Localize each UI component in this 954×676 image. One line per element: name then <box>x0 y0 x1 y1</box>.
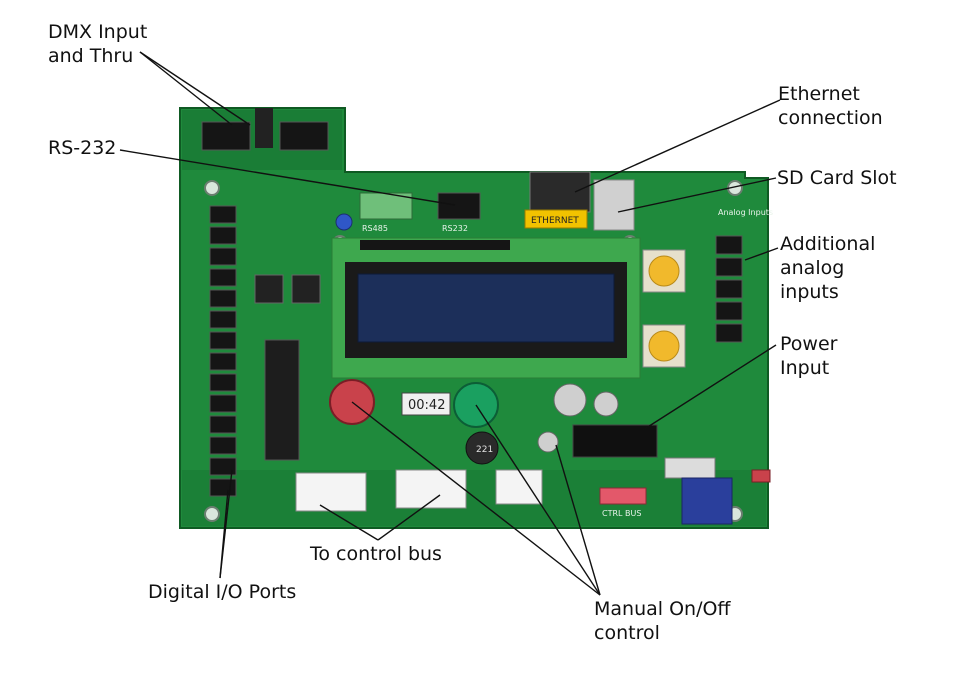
ctrl-bus-board-label: CTRL BUS <box>602 509 641 518</box>
callout-analog: Additional analog inputs <box>780 233 876 303</box>
leader-manual-1 <box>351 401 601 596</box>
analog-input-header <box>715 323 743 343</box>
callout-sdcard: SD Card Slot <box>777 167 897 189</box>
relay-chip-1 <box>254 274 284 304</box>
dmx-header-mid <box>255 108 273 148</box>
analog-board-label-line: Analog Inputs <box>718 208 773 217</box>
digital-io-header <box>209 310 237 329</box>
yellow-button-bottom-cap <box>648 330 680 362</box>
digital-io-header <box>209 289 237 308</box>
dmx-headers <box>201 108 329 151</box>
lcd-pin-header <box>360 240 510 250</box>
power-input-jack <box>681 477 733 525</box>
leader-power <box>642 344 777 431</box>
callout-ethernet: Ethernet connection <box>778 83 883 129</box>
leader-manual-3 <box>555 444 601 596</box>
rs485-board-label: RS485 <box>362 224 388 233</box>
callout-dmx: DMX Input and Thru <box>48 21 148 67</box>
analog-board-label: Analog Inputs <box>718 208 773 217</box>
mounting-hole <box>204 180 220 196</box>
control-bus-connector-3 <box>495 469 543 505</box>
digital-io-header <box>209 352 237 371</box>
digital-io-header <box>209 247 237 266</box>
analog-input-header <box>715 257 743 277</box>
digital-io-header <box>209 457 237 476</box>
rs232-board-label: RS232 <box>442 224 468 233</box>
control-bus-connector-1 <box>295 472 367 512</box>
inductor-label: 221 <box>476 445 493 455</box>
power-regulator <box>572 424 658 458</box>
callout-control-bus: To control bus <box>310 543 442 565</box>
leader-control-bus-2 <box>377 494 441 541</box>
leader-rs232 <box>119 149 456 206</box>
relay-chip-2 <box>291 274 321 304</box>
leader-dmx-1 <box>139 51 233 126</box>
power-jack-housing <box>664 457 716 479</box>
digital-io-header <box>209 331 237 350</box>
potentiometer <box>335 213 353 231</box>
leader-dmx-2 <box>139 51 251 126</box>
digital-io-header <box>209 478 237 497</box>
rs232-header <box>437 192 481 220</box>
dmx-header-right <box>279 121 329 151</box>
dmx-header-left <box>201 121 251 151</box>
digital-io-header <box>209 226 237 245</box>
leader-manual-2 <box>475 404 601 596</box>
leader-analog <box>744 247 779 261</box>
digital-io-header <box>209 394 237 413</box>
callout-digital-io: Digital I/O Ports <box>148 581 297 603</box>
callout-manual: Manual On/Off control <box>594 598 731 644</box>
control-bus-connector-2 <box>395 469 467 509</box>
callout-rs232: RS-232 <box>48 137 117 159</box>
seven-seg-reading: 00:42 <box>408 398 445 413</box>
analog-input-header <box>715 279 743 299</box>
leader-digital-io-2 <box>219 489 229 579</box>
leader-control-bus-1 <box>319 504 379 541</box>
capacitor-3 <box>537 431 559 453</box>
leader-lines <box>119 51 781 596</box>
ethernet-tag-label: ETHERNET <box>531 216 579 226</box>
digital-io-header <box>209 205 237 224</box>
ethernet-jack <box>529 171 591 213</box>
digital-io-header <box>209 373 237 392</box>
digital-io-header <box>209 268 237 287</box>
ethernet-tag <box>524 209 588 229</box>
lcd-screen <box>357 273 615 343</box>
sd-card-slot <box>593 179 635 231</box>
power-switch <box>751 469 771 483</box>
analog-input-headers <box>715 235 743 343</box>
digital-io-header <box>209 436 237 455</box>
mounting-hole <box>204 506 220 522</box>
analog-input-header <box>715 301 743 321</box>
analog-input-header <box>715 235 743 255</box>
microcontroller <box>264 339 300 461</box>
capacitor-1 <box>553 383 587 417</box>
callout-power: Power Input <box>780 333 838 379</box>
yellow-button-top-cap <box>648 255 680 287</box>
ctrl-bus-header <box>599 487 647 505</box>
digital-io-header <box>209 415 237 434</box>
leader-ethernet <box>574 99 781 193</box>
leader-sdcard <box>617 177 777 213</box>
capacitor-2 <box>593 391 619 417</box>
seven-seg-display <box>401 392 451 416</box>
pcb-shade-bottom <box>182 470 766 526</box>
inductor <box>465 431 499 465</box>
